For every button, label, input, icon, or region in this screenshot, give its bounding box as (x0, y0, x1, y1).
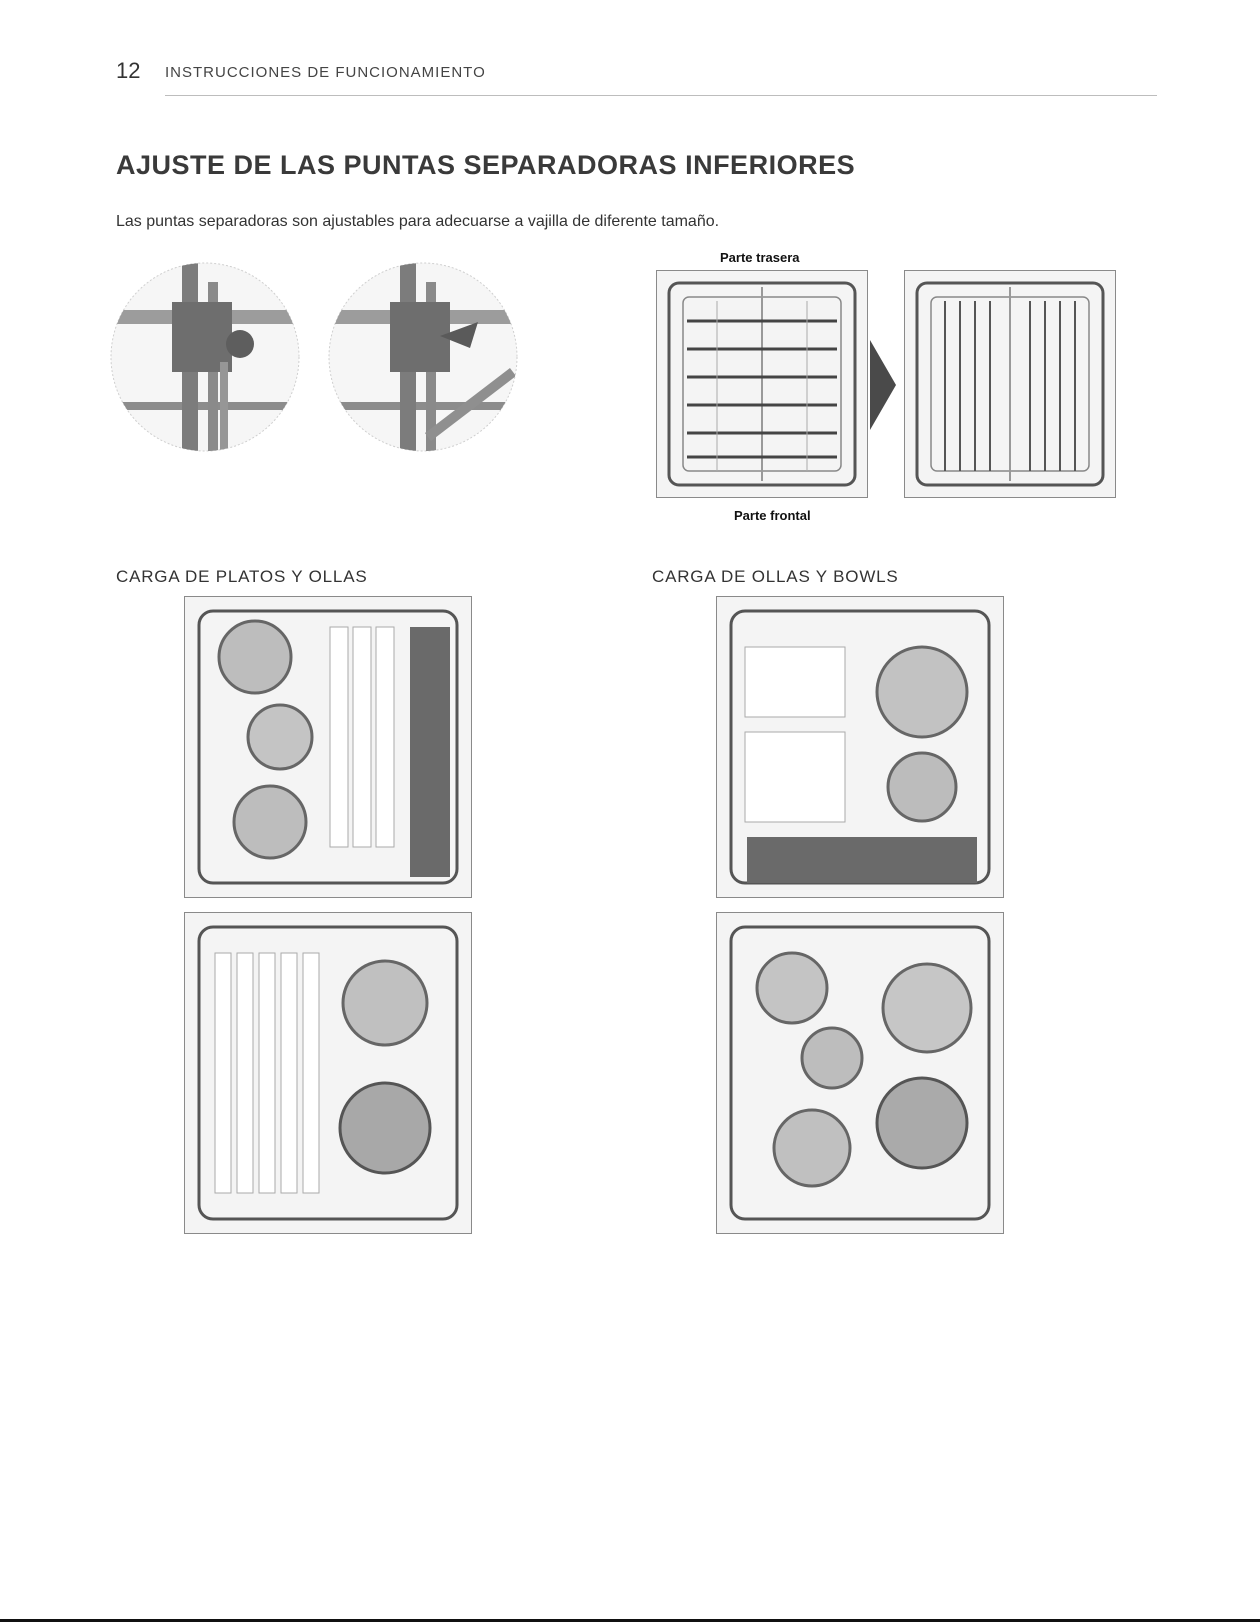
caption-front: Parte frontal (734, 508, 811, 523)
rack-pots-bowls-photo-2 (716, 912, 1004, 1234)
loading-pots-bowls-heading: CARGA DE OLLAS Y BOWLS (652, 567, 899, 587)
header-divider (165, 95, 1157, 96)
page-number: 12 (116, 58, 140, 84)
rack-pots-bowls-photo-1 (716, 596, 1004, 898)
rack-plates-pots-photo-1 (184, 596, 472, 898)
loading-plates-pots-heading: CARGA DE PLATOS Y OLLAS (116, 567, 367, 587)
caption-back: Parte trasera (720, 250, 800, 265)
tine-closeup-folded-image (110, 262, 300, 452)
rack-before-image (656, 270, 868, 498)
page-title: AJUSTE DE LAS PUNTAS SEPARADORAS INFERIO… (116, 150, 855, 181)
arrow-right-icon (870, 340, 896, 430)
intro-text: Las puntas separadoras son ajustables pa… (116, 213, 719, 231)
section-label: INSTRUCCIONES DE FUNCIONAMIENTO (165, 64, 486, 81)
rack-after-image (904, 270, 1116, 498)
tine-closeup-raised-image (328, 262, 518, 452)
rack-plates-pots-photo-2 (184, 912, 472, 1234)
